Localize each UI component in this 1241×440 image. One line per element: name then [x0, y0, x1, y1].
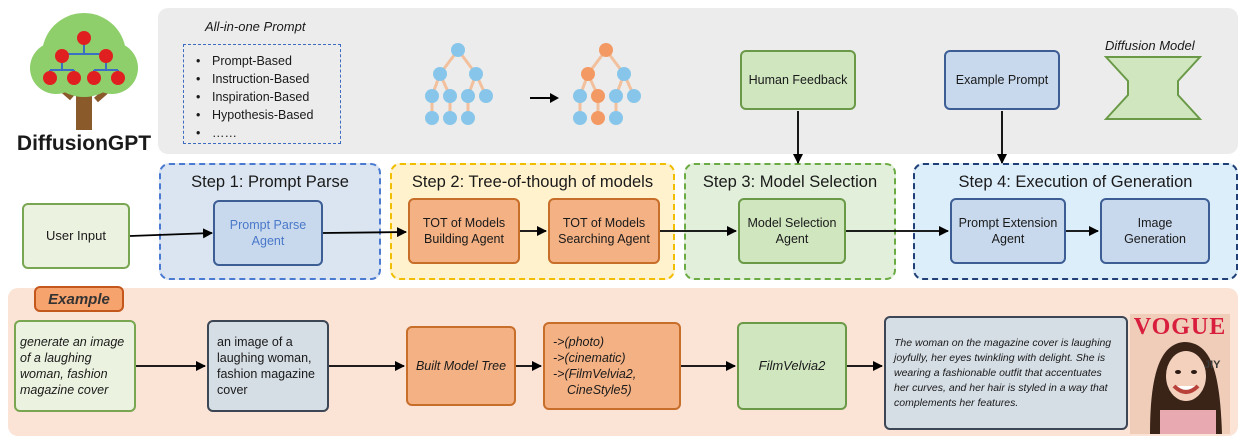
brand-title: DiffusionGPT: [16, 132, 152, 155]
diffusion-model-title: Diffusion Model: [1105, 38, 1195, 53]
user-input-box: User Input: [22, 203, 130, 269]
diffusiongpt-logo: [30, 13, 138, 130]
model-trees: [425, 43, 641, 125]
prompt-type-item: ……: [196, 124, 340, 142]
generated-portrait: JIY: [1130, 314, 1230, 434]
all-in-one-title: All-in-one Prompt: [205, 19, 306, 34]
example-parsed-box: an image of a laughing woman, fashion ma…: [207, 320, 329, 412]
built-model-tree-box: Built Model Tree: [406, 326, 516, 406]
model-selection-agent-box: Model Selection Agent: [738, 198, 846, 264]
generated-image: JIY VOGUE: [1130, 314, 1230, 434]
prompt-extension-agent-box: Prompt Extension Agent: [950, 198, 1066, 264]
step-title: Step 4: Execution of Generation: [958, 173, 1193, 191]
diffusion-model-icon: [1104, 56, 1202, 120]
prompt-type-item: Instruction-Based: [196, 70, 340, 88]
example-prompt-box: Example Prompt: [944, 50, 1060, 110]
all-in-one-box: Prompt-Based Instruction-Based Inspirati…: [183, 44, 341, 144]
magazine-masthead: VOGUE: [1133, 314, 1227, 340]
step-title: Step 2: Tree-of-though of models: [411, 173, 654, 191]
step-title: Step 3: Model Selection: [702, 173, 878, 191]
image-generation-box: Image Generation: [1100, 198, 1210, 264]
search-path-line: ->(photo): [553, 335, 605, 349]
extended-prompt-box: The woman on the magazine cover is laugh…: [884, 316, 1128, 430]
search-path-line: ->(cinematic): [553, 351, 626, 365]
search-path-line: CineStyle5): [567, 383, 632, 397]
step-title: Step 1: Prompt Parse: [191, 173, 349, 191]
selected-model-box: FilmVelvia2: [737, 322, 847, 410]
human-feedback-box: Human Feedback: [740, 50, 856, 110]
example-input-box: generate an image of a laughing woman, f…: [14, 320, 136, 412]
prompt-type-item: Hypothesis-Based: [196, 106, 340, 124]
tot-building-agent-box: TOT of Models Building Agent: [408, 198, 520, 264]
search-path-line: ->(FilmVelvia2,: [553, 367, 637, 381]
prompt-type-item: Prompt-Based: [196, 52, 340, 70]
prompt-type-item: Inspiration-Based: [196, 88, 340, 106]
svg-text:JIY: JIY: [1204, 359, 1221, 371]
search-path-box: ->(photo) ->(cinematic) ->(FilmVelvia2, …: [543, 322, 681, 410]
tot-searching-agent-box: TOT of Models Searching Agent: [548, 198, 660, 264]
prompt-parse-agent-box: Prompt Parse Agent: [213, 200, 323, 266]
example-tag: Example: [34, 286, 124, 312]
